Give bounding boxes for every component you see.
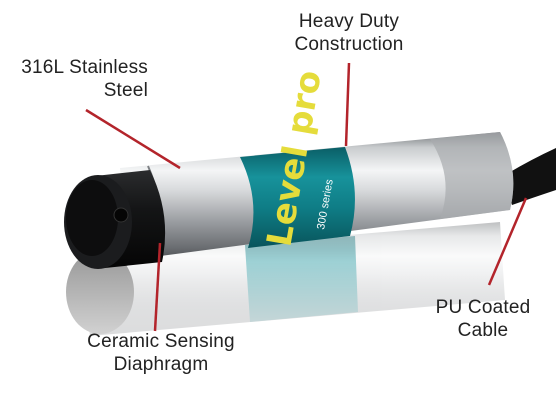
callout-line: Diaphragm (113, 354, 209, 375)
leader-cable (487, 197, 528, 286)
callout-stainless-steel: 316L Stainless Steel (8, 56, 148, 102)
callout-pu-cable: PU Coated Cable (418, 296, 548, 342)
callout-ceramic-diaphragm: Ceramic Sensing Diaphragm (72, 330, 250, 376)
callout-line: Cable (457, 320, 509, 341)
callout-heavy-duty: Heavy Duty Construction (274, 10, 424, 56)
rear-collar (430, 132, 514, 219)
callout-line: Heavy Duty (298, 11, 400, 32)
pu-cable (505, 148, 556, 205)
leader-duty (344, 62, 351, 147)
callout-line: Ceramic Sensing (87, 331, 235, 352)
leader-ceramic (153, 242, 162, 332)
callout-line: Construction (294, 34, 404, 55)
port-hole (113, 207, 129, 223)
callout-line: PU Coated (435, 297, 531, 318)
callout-line: Steel (103, 80, 148, 101)
callout-line: 316L Stainless (21, 57, 148, 78)
leader-steel (85, 108, 181, 170)
brand-band (240, 147, 355, 248)
